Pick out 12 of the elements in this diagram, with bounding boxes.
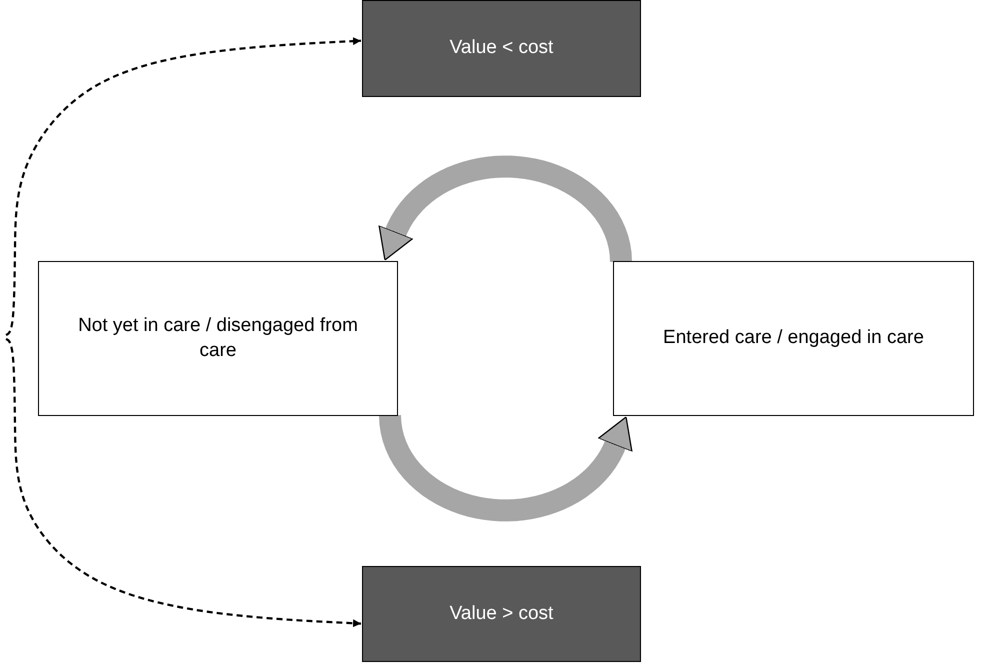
curved-arrow: [378, 156, 632, 265]
node-label: Value > cost: [450, 602, 554, 626]
node-label: Entered care / engaged in care: [663, 326, 924, 350]
node-label: Not yet in care / disengaged from care: [77, 314, 359, 362]
curved-arrow: [379, 412, 632, 522]
state-box: [613, 261, 974, 416]
condition-box: [362, 566, 641, 662]
dashed-arrow: [5, 338, 362, 628]
node-label: Value < cost: [450, 36, 554, 60]
dashed-arrow: [5, 37, 362, 336]
condition-box: [362, 0, 641, 97]
state-box: [38, 261, 398, 416]
